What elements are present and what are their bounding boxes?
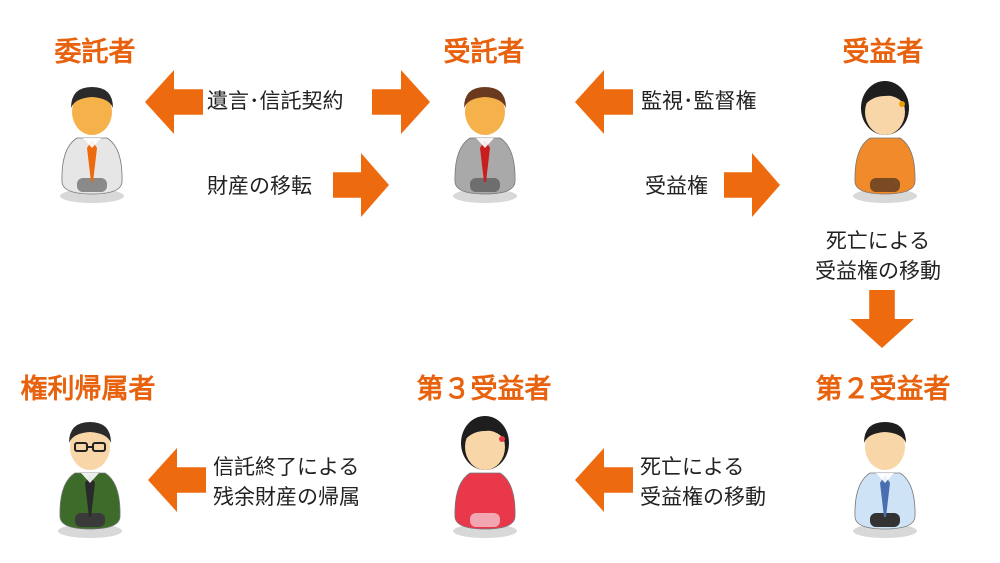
role-second-beneficiary: 第２受益者	[815, 374, 951, 405]
label-trust-end-line2: 残余財産の帰属	[213, 485, 360, 509]
label-will-trust-contract: 遺言･信託契約	[207, 89, 344, 113]
woman-orange-top-icon	[853, 81, 917, 203]
arrow-icon	[333, 153, 389, 217]
arrow-icon	[145, 70, 203, 134]
label-property-transfer: 財産の移転	[207, 174, 312, 198]
label-death-transfer-2-line1: 死亡による	[640, 455, 745, 479]
arrow-icon	[724, 153, 780, 217]
label-supervision-rights: 監視･監督権	[641, 89, 757, 113]
arrow-icon	[372, 70, 430, 134]
arrow-icon	[575, 448, 633, 512]
man-blue-shirt-icon	[853, 422, 917, 538]
role-settlor: 委託者	[54, 37, 136, 68]
label-trust-end-line1: 信託終了による	[213, 455, 360, 479]
person-gray-suit-red-tie-icon	[453, 87, 517, 203]
label-death-transfer-2: 死亡による 受益権の移動	[640, 452, 766, 512]
person-white-shirt-orange-tie-icon	[60, 87, 124, 203]
role-third-beneficiary: 第３受益者	[416, 374, 552, 405]
label-death-transfer-1-line2: 受益権の移動	[815, 259, 941, 283]
arrow-icon	[575, 70, 633, 134]
label-death-transfer-1: 死亡による 受益権の移動	[815, 226, 941, 286]
label-trust-end: 信託終了による 残余財産の帰属	[213, 452, 360, 512]
woman-red-top-icon	[453, 416, 517, 538]
role-trustee: 受託者	[443, 37, 525, 68]
label-death-transfer-1-line1: 死亡による	[825, 229, 931, 253]
role-residual-owner: 権利帰属者	[20, 374, 156, 405]
role-beneficiary: 受益者	[842, 37, 924, 68]
arrow-icon	[850, 290, 914, 348]
label-beneficial-right: 受益権	[645, 174, 708, 198]
label-death-transfer-2-line2: 受益権の移動	[640, 485, 766, 509]
arrow-icon	[148, 448, 206, 512]
man-green-jacket-glasses-icon	[58, 422, 122, 538]
